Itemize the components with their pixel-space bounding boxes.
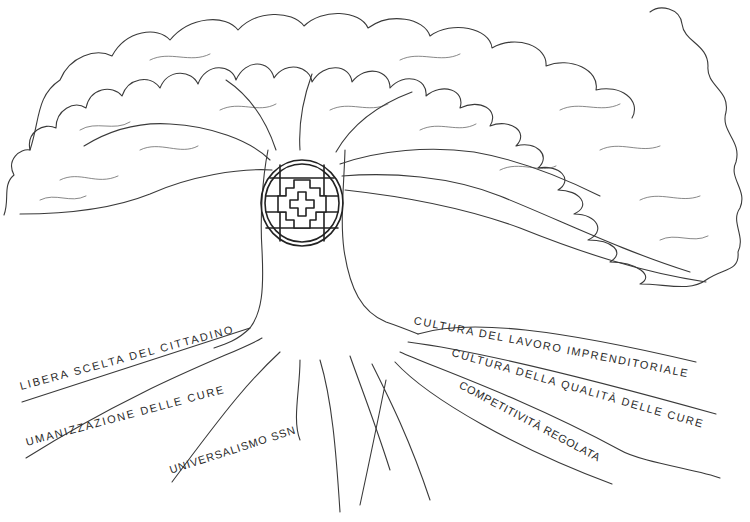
- canopy-outline: [4, 8, 742, 287]
- root-label: UMANIZZAZIONE DELLE CURE: [24, 382, 226, 448]
- branch: [20, 74, 706, 282]
- trunk: [214, 150, 418, 348]
- canopy-scribble: [40, 54, 708, 240]
- root-label: LIBERA SCELTA DEL CITTADINO: [18, 322, 236, 392]
- root-label: UNIVERSALISMO SSN: [168, 423, 298, 476]
- logo: [261, 160, 343, 246]
